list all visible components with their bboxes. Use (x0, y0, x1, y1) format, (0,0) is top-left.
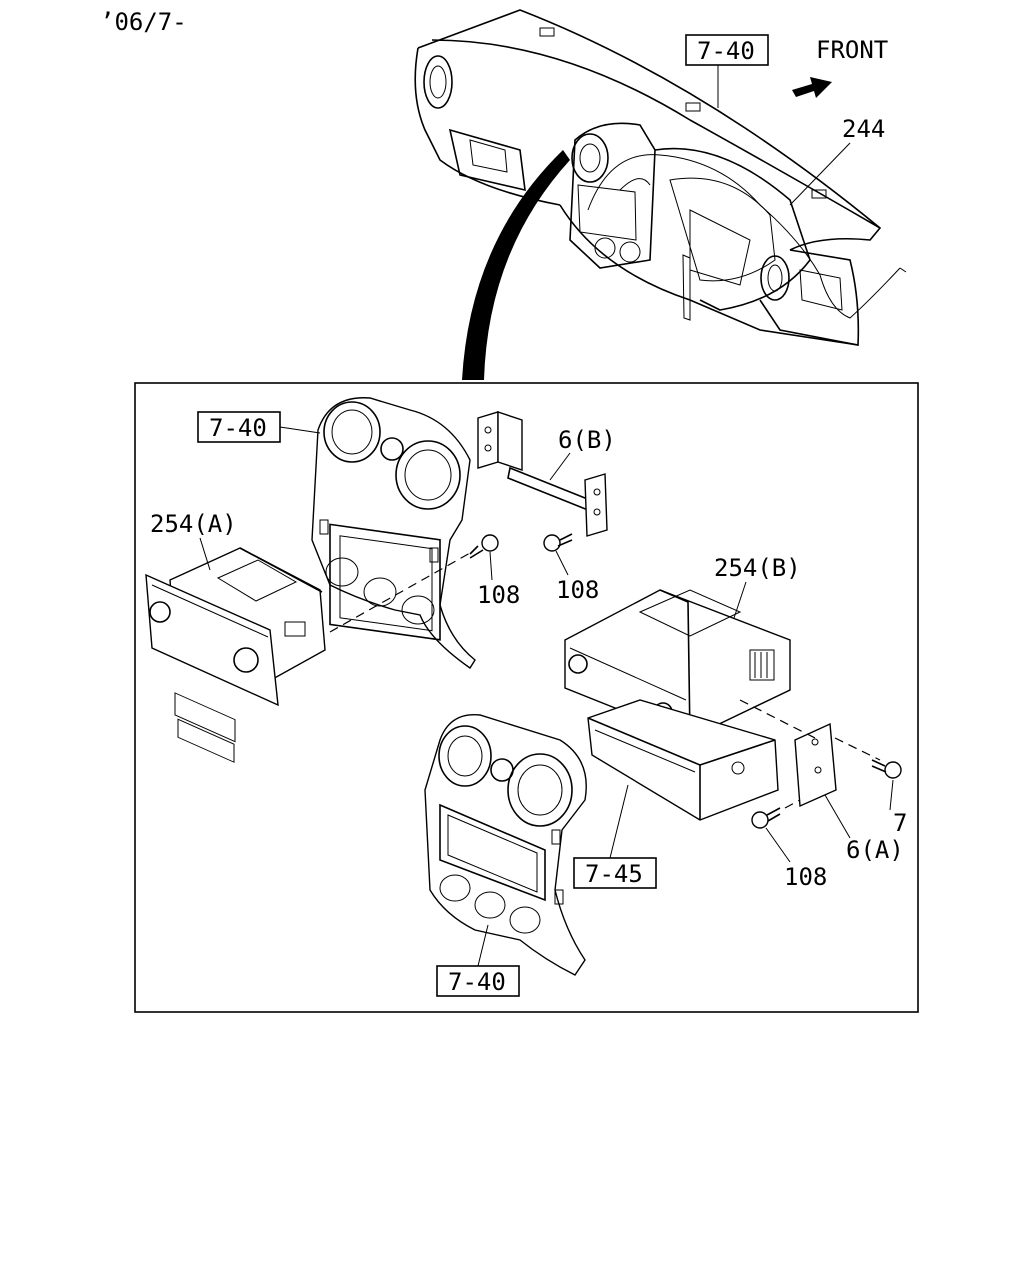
screw-left-icon (469, 534, 499, 559)
detail-frame (134, 382, 919, 1013)
front-arrow-icon (792, 77, 832, 98)
dashboard-illustration (414, 9, 907, 346)
screw-left-label: 108 (477, 581, 520, 609)
detail-pointer (462, 150, 570, 380)
screw-right-icon (871, 759, 902, 779)
pocket-ref-label: 7-45 (585, 860, 643, 888)
radio-b (564, 589, 791, 739)
date-code: ’06/7- (100, 8, 187, 36)
pocket-ref-box (573, 857, 657, 889)
dash-ref-label: 7-40 (697, 37, 755, 65)
harness-label: 244 (842, 115, 885, 143)
panel-ref-upper-label: 7-40 (209, 414, 267, 442)
panel-ref-lower-label: 7-40 (448, 968, 506, 996)
dash-ref-box (685, 34, 769, 66)
panel-ref-lower-box (436, 965, 520, 997)
bracket-b-label: 6(B) (558, 426, 616, 454)
center-panel-lower (424, 714, 587, 976)
pocket-7-45 (587, 699, 779, 821)
bracket-b (477, 411, 608, 537)
bracket-a (794, 722, 837, 808)
radio-a (145, 547, 326, 763)
screw-bottom-label: 108 (784, 863, 827, 891)
panel-ref-upper-box (197, 411, 281, 443)
center-panel-upper (311, 397, 476, 669)
screw-mid-label: 108 (556, 576, 599, 604)
radio-a-label: 254(A) (150, 510, 237, 538)
screw-mid-icon (543, 533, 573, 552)
screw-right-label: 7 (893, 809, 907, 837)
radio-b-label: 254(B) (714, 554, 801, 582)
front-label: FRONT (816, 36, 888, 64)
screw-bottom-icon (751, 807, 781, 829)
bracket-a-label: 6(A) (846, 836, 904, 864)
